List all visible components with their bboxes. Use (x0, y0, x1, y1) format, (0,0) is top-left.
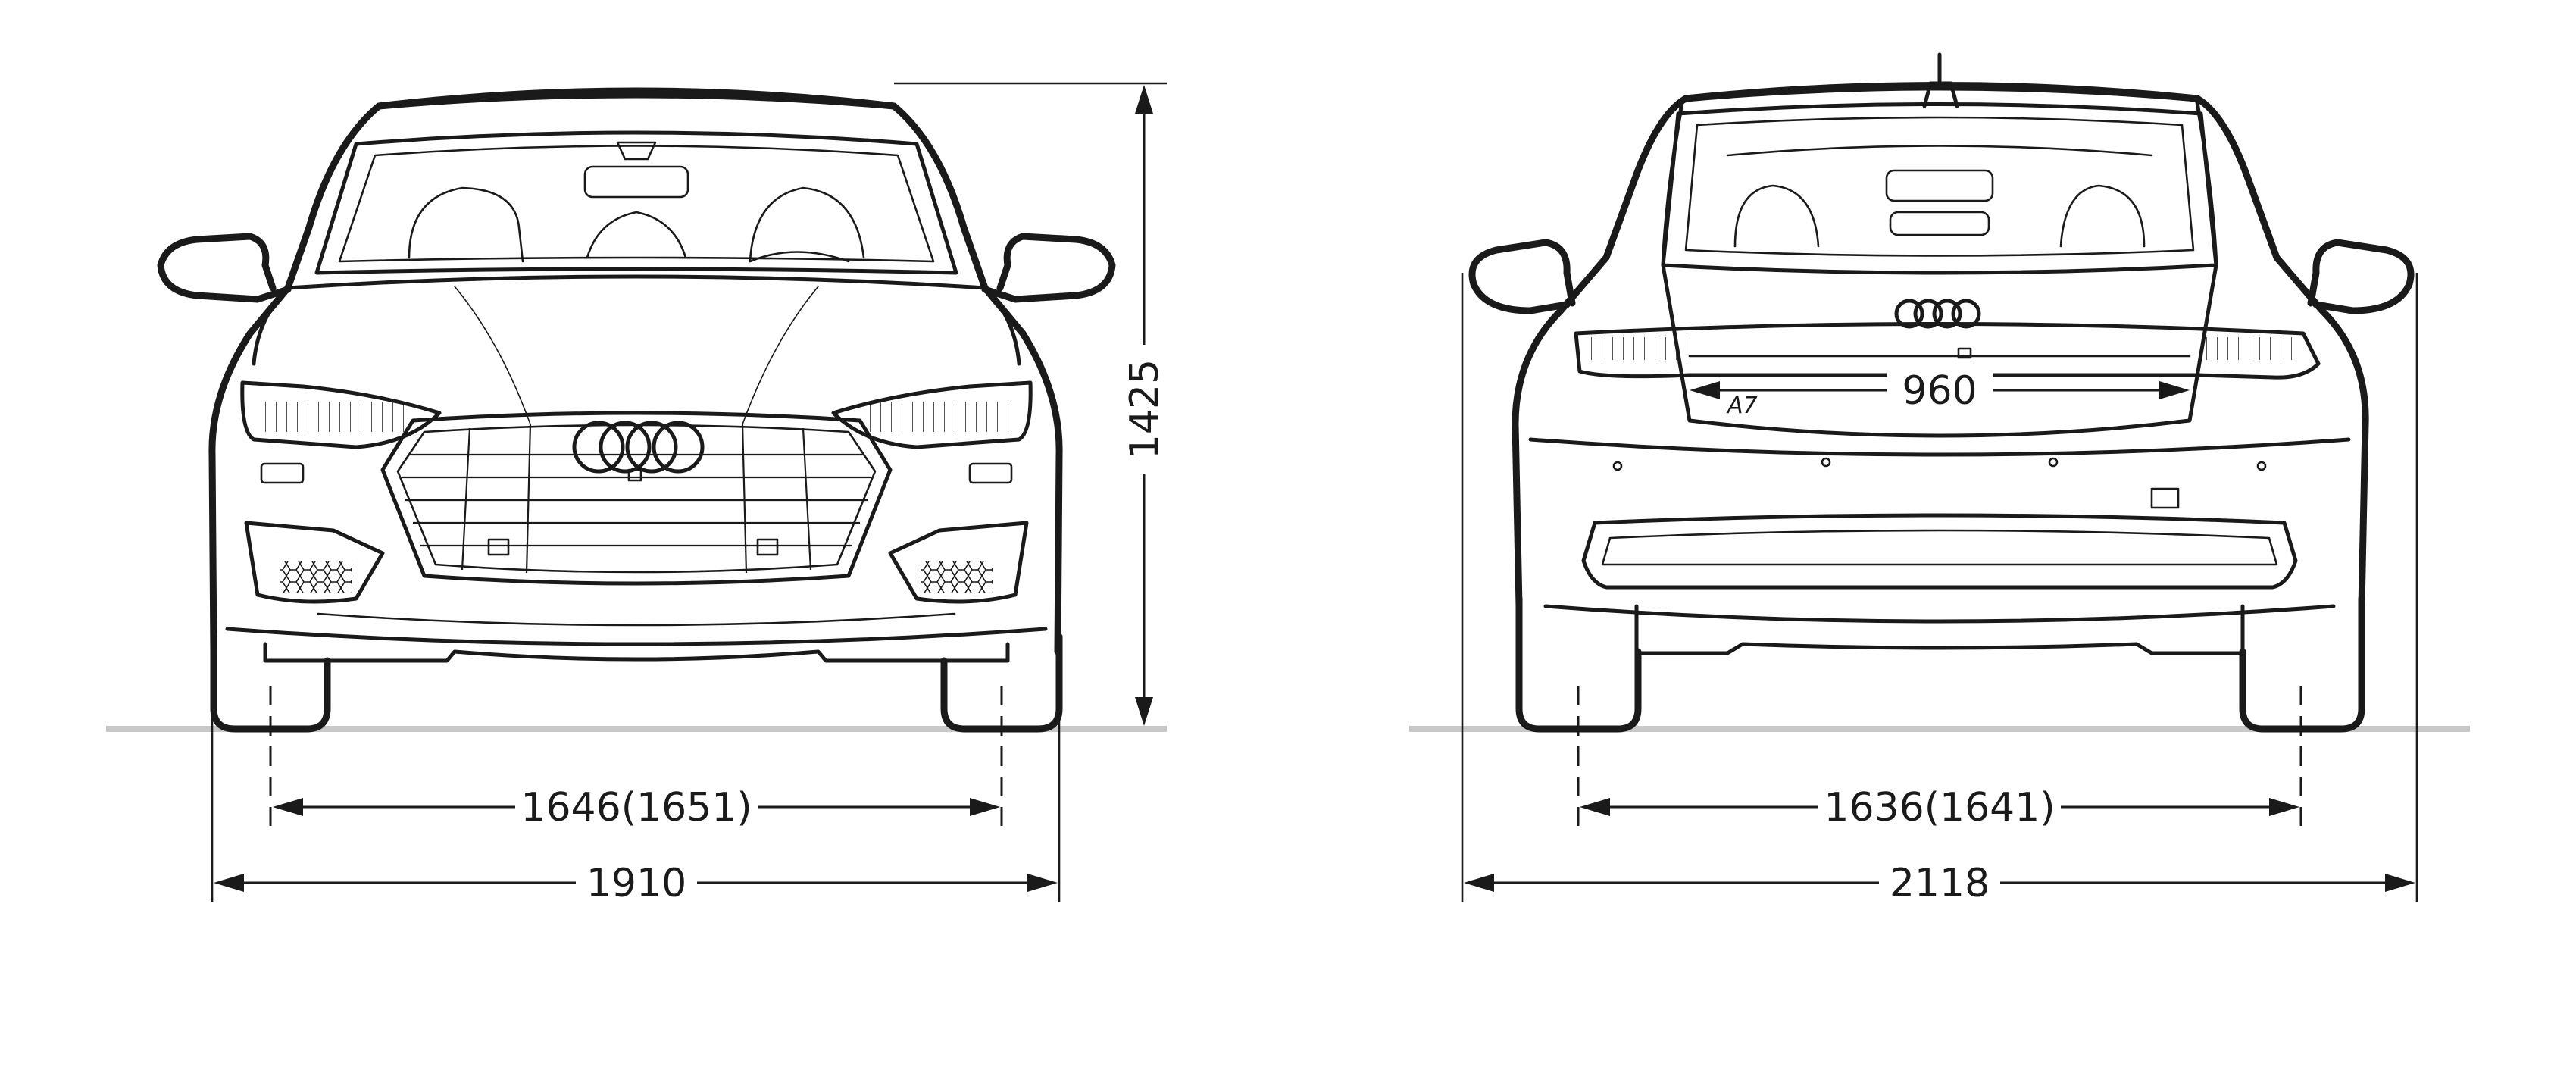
rear-width-label: 2118 (1890, 861, 1990, 906)
height-label: 1425 (1122, 359, 1168, 459)
tailgate-width-dimension: 960 (1690, 364, 2190, 417)
rear-width-dimension: 2118 (1461, 273, 2418, 909)
tailgate-width-label: 960 (1902, 368, 1977, 414)
front-view-car (157, 87, 1116, 733)
rear-model-badge: A7 (1726, 393, 1758, 419)
rear-track-label: 1636(1641) (1824, 785, 2055, 830)
front-track-label: 1646(1651) (521, 785, 752, 830)
rear-view-car: A7 (1468, 52, 2415, 733)
front-track-dimension: 1646(1651) (269, 686, 1003, 834)
front-width-label: 1910 (586, 861, 686, 906)
rear-track-dimension: 1636(1641) (1577, 686, 2302, 834)
height-dimension: 1425 (894, 82, 1168, 726)
front-width-dimension: 1910 (211, 652, 1061, 909)
